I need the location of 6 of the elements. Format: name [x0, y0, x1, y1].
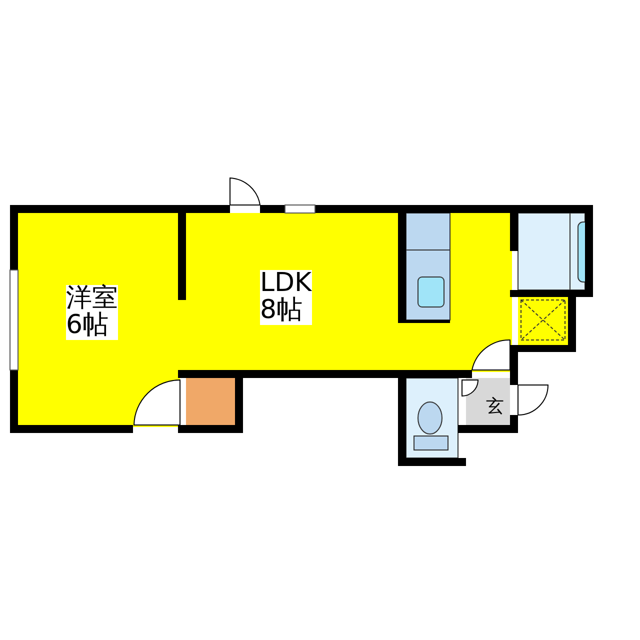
room-label: 洋室 [66, 285, 118, 312]
room-area [18, 213, 180, 427]
room-label: 8帖 [260, 297, 312, 325]
room-label: LDK [260, 270, 312, 298]
room-label: 玄 [486, 398, 504, 417]
room-label: 6帖 [66, 312, 118, 340]
